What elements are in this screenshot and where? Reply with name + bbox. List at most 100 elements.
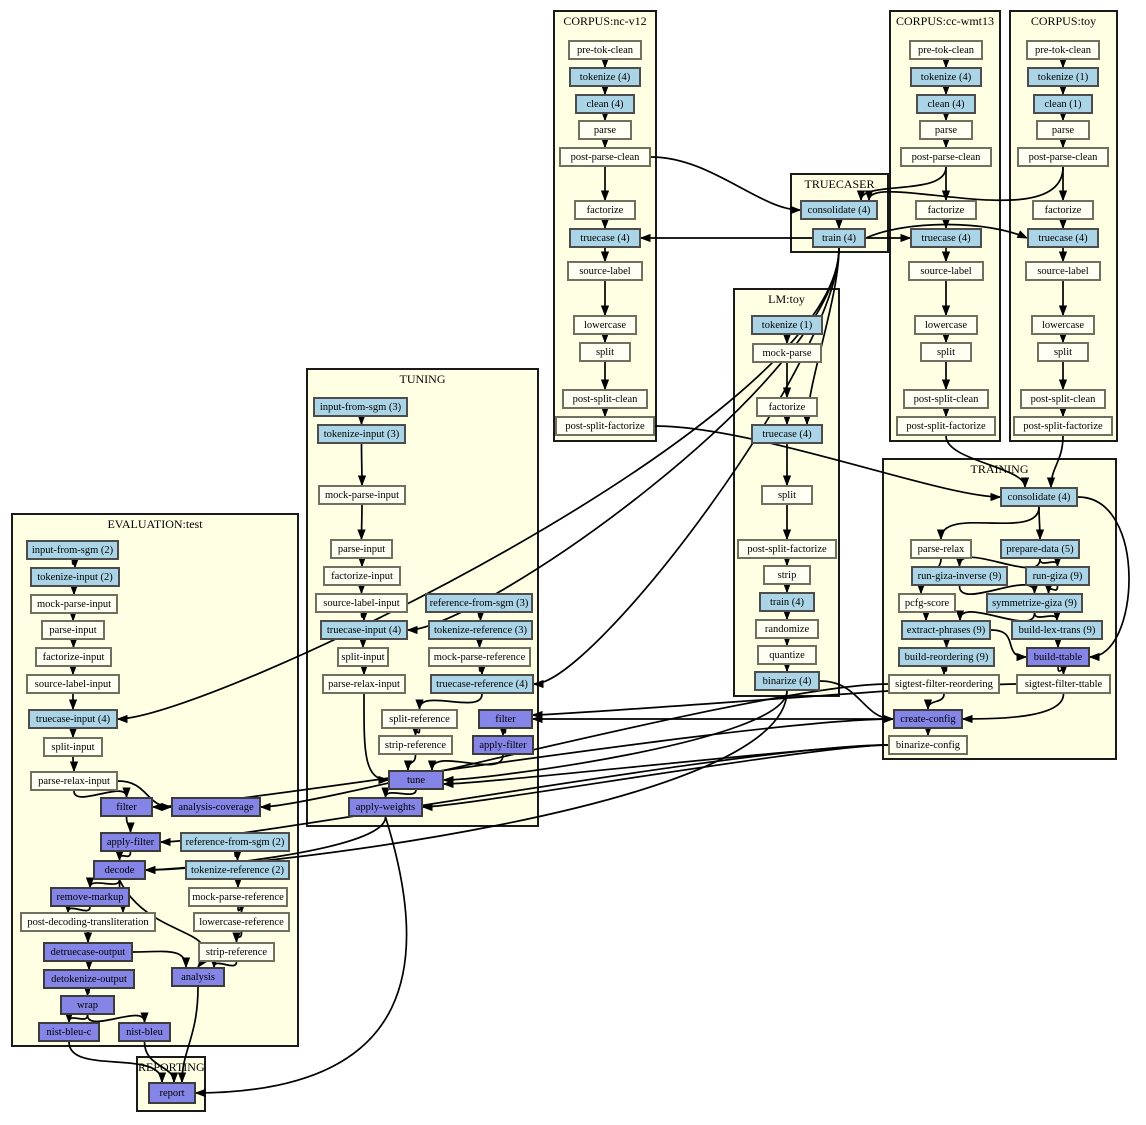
node-tu_srcin: source-label-input — [315, 593, 408, 613]
node-rep_report: report — [148, 1082, 196, 1104]
node-tu_applyw: apply-weights — [348, 797, 423, 817]
node-ev_applyf: apply-filter — [100, 832, 161, 852]
node-nc_srclbl: source-label — [567, 261, 643, 281]
node-toy_clean: clean (1) — [1033, 94, 1093, 114]
node-toy_srclbl: source-label — [1025, 261, 1101, 281]
node-ev_pdt: post-decoding-transliteration — [20, 912, 156, 932]
node-lm_split: split — [761, 485, 813, 505]
node-toy_psc: post-split-clean — [1020, 389, 1106, 409]
node-cc_lower: lowercase — [914, 315, 978, 335]
node-cc_split: split — [920, 342, 972, 362]
node-tr_prep: prepare-data (5) — [1000, 539, 1080, 559]
node-toy_ppc: post-parse-clean — [1017, 147, 1109, 167]
node-lm_train: train (4) — [759, 592, 815, 612]
node-tr_prelax: parse-relax — [910, 539, 972, 559]
node-cc_ppc: post-parse-clean — [900, 147, 992, 167]
node-tu_refsgm: reference-from-sgm (3) — [425, 593, 533, 613]
cluster-title-corpus-nc-v12: CORPUS:nc-v12 — [563, 14, 647, 28]
node-tr_sft: sigtest-filter-ttable — [1016, 674, 1111, 694]
node-ev_filter: filter — [100, 797, 153, 817]
node-tr_binconf: binarize-config — [888, 735, 968, 755]
node-tr_config: create-config — [893, 709, 963, 729]
node-tu_mockin: mock-parse-input — [318, 485, 406, 505]
node-ev_input: input-from-sgm (2) — [26, 540, 119, 560]
cluster-title-truecaser: TRUECASER — [804, 177, 875, 191]
node-toy_fact: factorize — [1032, 200, 1094, 220]
node-ev_tcin: truecase-input (4) — [28, 709, 118, 729]
node-tr_reord: build-reordering (9) — [898, 647, 995, 667]
node-tu_tokin: tokenize-input (3) — [317, 424, 406, 444]
node-ev_decode: decode — [93, 860, 146, 880]
node-tr_cons: consolidate (4) — [1000, 487, 1078, 507]
node-lm_tok: tokenize (1) — [751, 315, 823, 335]
node-ev_lowref: lowercase-reference — [193, 912, 290, 932]
cluster-title-tuning: TUNING — [399, 372, 446, 386]
node-ev_mockin: mock-parse-input — [30, 594, 118, 614]
node-ev_detok: detokenize-output — [43, 969, 135, 989]
node-tu_mockref: mock-parse-reference — [428, 647, 531, 667]
node-tu_splitref: split-reference — [381, 709, 458, 729]
node-ev_analysis: analysis — [171, 967, 225, 987]
node-ev_stripref: strip-reference — [198, 942, 275, 962]
node-nc_tc: truecase (4) — [569, 228, 641, 248]
node-ev_srcin: source-label-input — [26, 674, 120, 694]
node-ev_tokin: tokenize-input (2) — [30, 567, 120, 587]
node-tr_giza: run-giza (9) — [1025, 566, 1090, 586]
node-tu_tune: tune — [388, 770, 444, 790]
node-cc_psf: post-split-factorize — [896, 416, 996, 436]
node-ev_anacov: analysis-coverage — [171, 797, 261, 817]
cluster-title-corpus-cc-wmt13: CORPUS:cc-wmt13 — [895, 14, 994, 28]
node-tr_extract: extract-phrases (9) — [901, 620, 991, 640]
node-lm_bin: binarize (4) — [754, 671, 820, 691]
edge-tr_config-tu_filter — [531, 714, 894, 724]
node-ev_mockref: mock-parse-reference — [188, 887, 288, 907]
node-lm_fact: factorize — [756, 397, 818, 417]
node-tr_lex: build-lex-trans (9) — [1011, 620, 1103, 640]
node-ev_factin: factorize-input — [35, 647, 112, 667]
node-cc_clean: clean (4) — [916, 94, 976, 114]
node-lm_psf: post-split-factorize — [737, 539, 837, 559]
node-toy_pretok: pre-tok-clean — [1026, 40, 1100, 60]
node-nc_psf: post-split-factorize — [555, 416, 655, 436]
node-nc_split: split — [579, 342, 631, 362]
edge-nc_ppc-tc_cons — [650, 156, 802, 215]
node-tu_tcin: truecase-input (4) — [320, 620, 408, 640]
node-cc_psc: post-split-clean — [903, 389, 989, 409]
node-ev_splitin: split-input — [43, 737, 103, 757]
node-tu_input: input-from-sgm (3) — [313, 397, 408, 417]
node-toy_lower: lowercase — [1031, 315, 1095, 335]
node-toy_split: split — [1037, 342, 1089, 362]
node-nc_parse: parse — [578, 120, 632, 140]
node-tu_stripref: strip-reference — [378, 735, 453, 755]
node-nc_lower: lowercase — [573, 315, 637, 335]
node-lm_tc: truecase (4) — [751, 424, 823, 444]
node-tr_ttable: build-ttable — [1026, 647, 1090, 667]
cluster-title-corpus-toy: CORPUS:toy — [1030, 14, 1097, 28]
cluster-title-evaluation-test: EVALUATION:test — [107, 517, 203, 531]
node-cc_parse: parse — [919, 120, 973, 140]
node-nc_clean: clean (4) — [575, 94, 635, 114]
node-ev_remmark: remove-markup — [50, 887, 130, 907]
node-nc_ppc: post-parse-clean — [559, 147, 651, 167]
node-cc_srclbl: source-label — [908, 261, 984, 281]
node-tr_symm: symmetrize-giza (9) — [986, 593, 1083, 613]
node-tu_tokref: tokenize-reference (3) — [428, 620, 533, 640]
node-tr_sfr: sigtest-filter-reordering — [888, 674, 1000, 694]
node-lm_mock: mock-parse — [752, 343, 822, 363]
node-tu_tcref: truecase-reference (4) — [430, 674, 534, 694]
node-ev_tokref: tokenize-reference (2) — [185, 860, 290, 880]
node-ev_refsgm: reference-from-sgm (2) — [180, 832, 290, 852]
node-cc_tc: truecase (4) — [910, 228, 982, 248]
node-tu_prin: parse-relax-input — [322, 674, 406, 694]
node-tu_parsein: parse-input — [330, 539, 393, 559]
node-nc_fact: factorize — [574, 200, 636, 220]
node-cc_pretok: pre-tok-clean — [909, 40, 983, 60]
node-cc_fact: factorize — [915, 200, 977, 220]
node-nc_psc: post-split-clean — [562, 389, 648, 409]
node-toy_tc: truecase (4) — [1027, 228, 1099, 248]
node-ev_detru: detruecase-output — [43, 942, 133, 962]
node-tc_cons: consolidate (4) — [800, 200, 878, 220]
node-ev_prin: parse-relax-input — [30, 771, 118, 791]
node-ev_bleuc: nist-bleu-c — [38, 1022, 100, 1042]
